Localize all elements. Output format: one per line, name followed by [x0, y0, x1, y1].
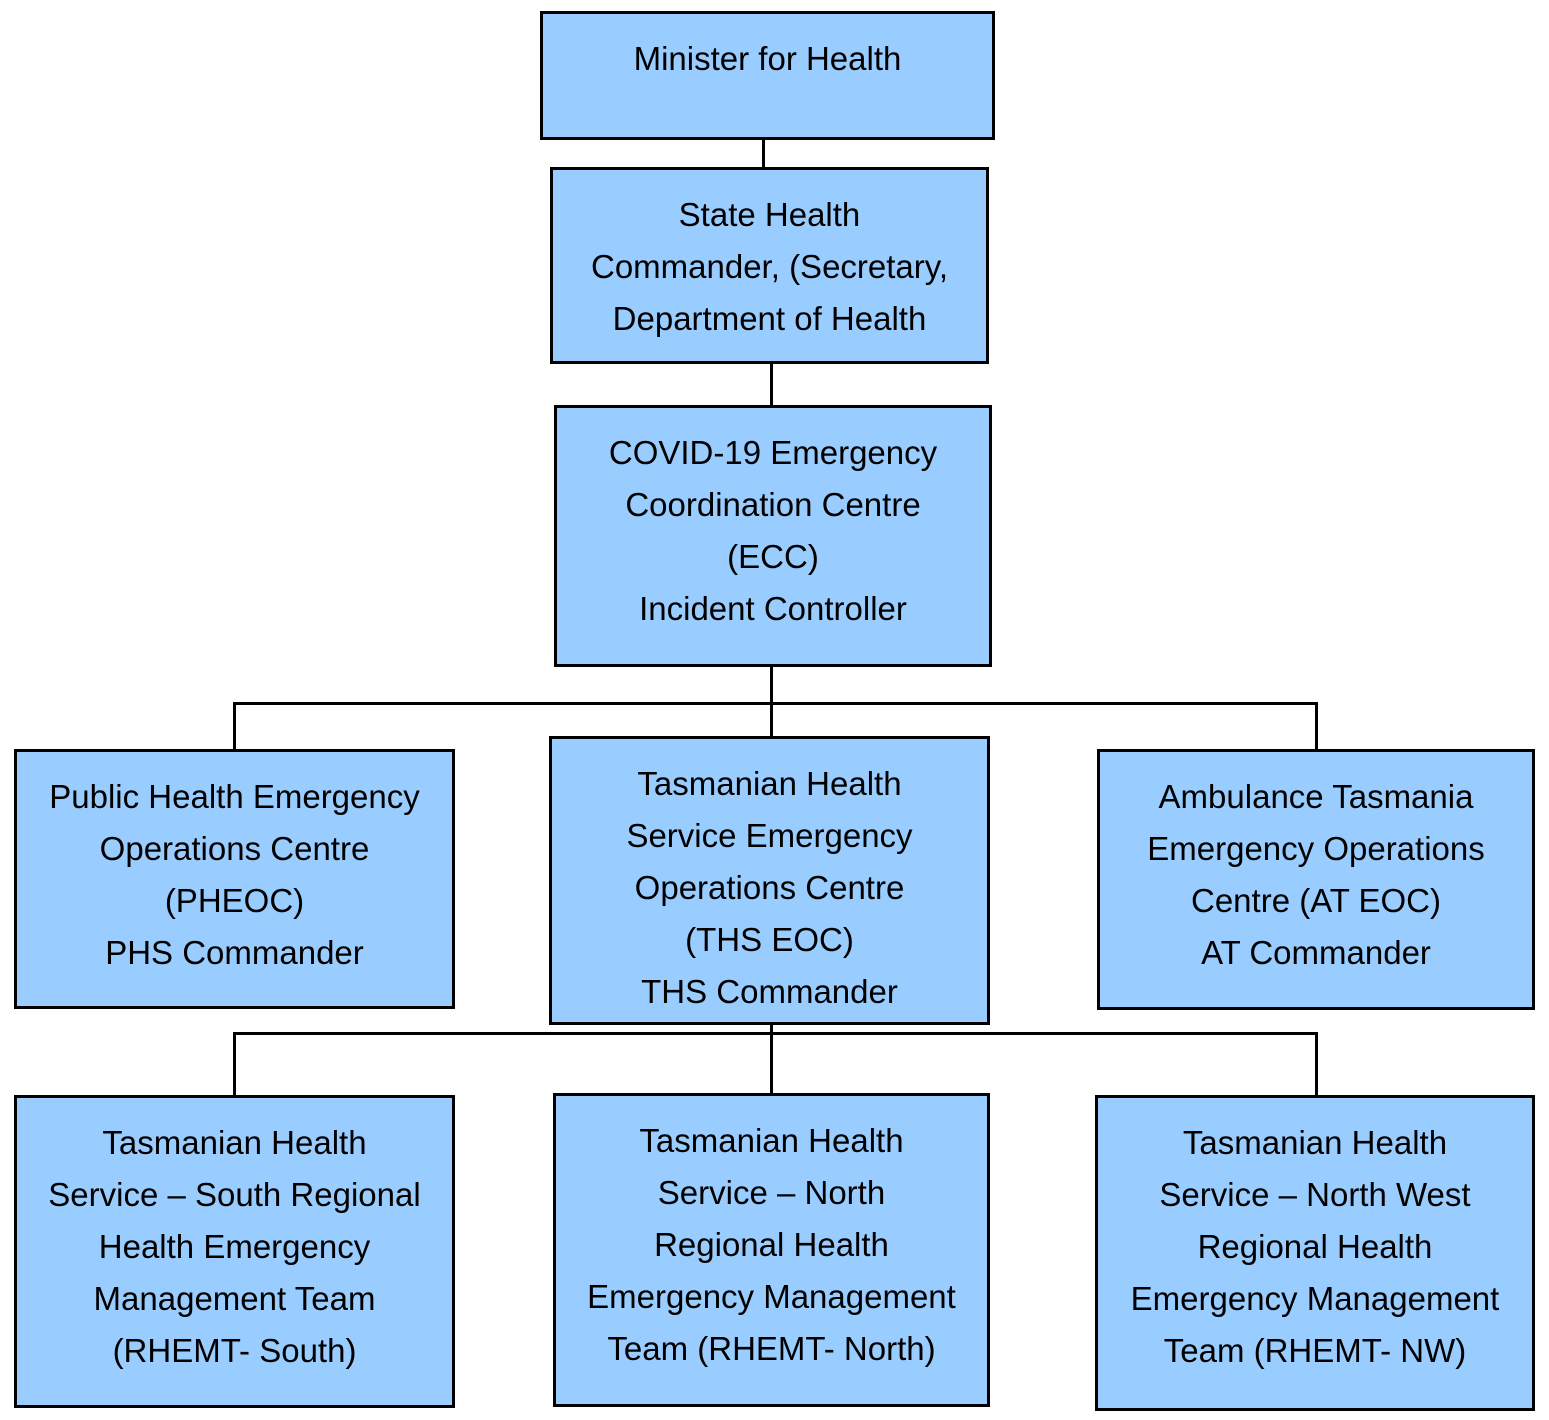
node-pheoc-phs-commander: Public Health Emergency Operations Centr… — [14, 749, 455, 1009]
node-rhemt-north: Tasmanian Health Service – North Regiona… — [553, 1093, 990, 1407]
node-rhemt-south: Tasmanian Health Service – South Regiona… — [14, 1095, 455, 1408]
connector-row4-crossbar — [233, 1032, 1318, 1035]
connector-minister-to-state-health — [762, 140, 765, 167]
node-at-eoc-at-commander: Ambulance Tasmania Emergency Operations … — [1097, 749, 1535, 1010]
connector-row3-crossbar — [233, 702, 1318, 705]
node-state-health-commander: State Health Commander, (Secretary, Depa… — [550, 167, 989, 364]
node-rhemt-south-label: Tasmanian Health Service – South Regiona… — [48, 1124, 421, 1369]
node-minister-for-health-label: Minister for Health — [633, 40, 902, 77]
node-rhemt-north-label: Tasmanian Health Service – North Regiona… — [587, 1122, 956, 1367]
connector-drop-to-rhemt-south — [233, 1032, 236, 1095]
node-covid19-ecc-incident-controller-label: COVID-19 Emergency Coordination Centre (… — [608, 434, 938, 627]
connector-ecc-stem — [770, 667, 773, 705]
node-minister-for-health: Minister for Health — [540, 11, 995, 140]
node-rhemt-nw-label: Tasmanian Health Service – North West Re… — [1130, 1124, 1500, 1369]
node-at-eoc-at-commander-label: Ambulance Tasmania Emergency Operations … — [1147, 778, 1485, 971]
node-ths-eoc-ths-commander: Tasmanian Health Service Emergency Opera… — [549, 736, 990, 1025]
node-state-health-commander-label: State Health Commander, (Secretary, Depa… — [590, 196, 948, 337]
node-pheoc-phs-commander-label: Public Health Emergency Operations Centr… — [49, 778, 420, 971]
connector-ths-eoc-stem — [770, 1025, 773, 1093]
connector-drop-to-rhemt-nw — [1315, 1032, 1318, 1095]
connector-drop-to-pheoc — [233, 702, 236, 749]
node-covid19-ecc-incident-controller: COVID-19 Emergency Coordination Centre (… — [554, 405, 992, 667]
node-ths-eoc-ths-commander-label: Tasmanian Health Service Emergency Opera… — [626, 765, 913, 1010]
node-rhemt-nw: Tasmanian Health Service – North West Re… — [1095, 1095, 1535, 1411]
connector-drop-to-ths-eoc — [770, 702, 773, 736]
connector-drop-to-at-eoc — [1315, 702, 1318, 749]
connector-state-health-to-ecc — [770, 364, 773, 405]
